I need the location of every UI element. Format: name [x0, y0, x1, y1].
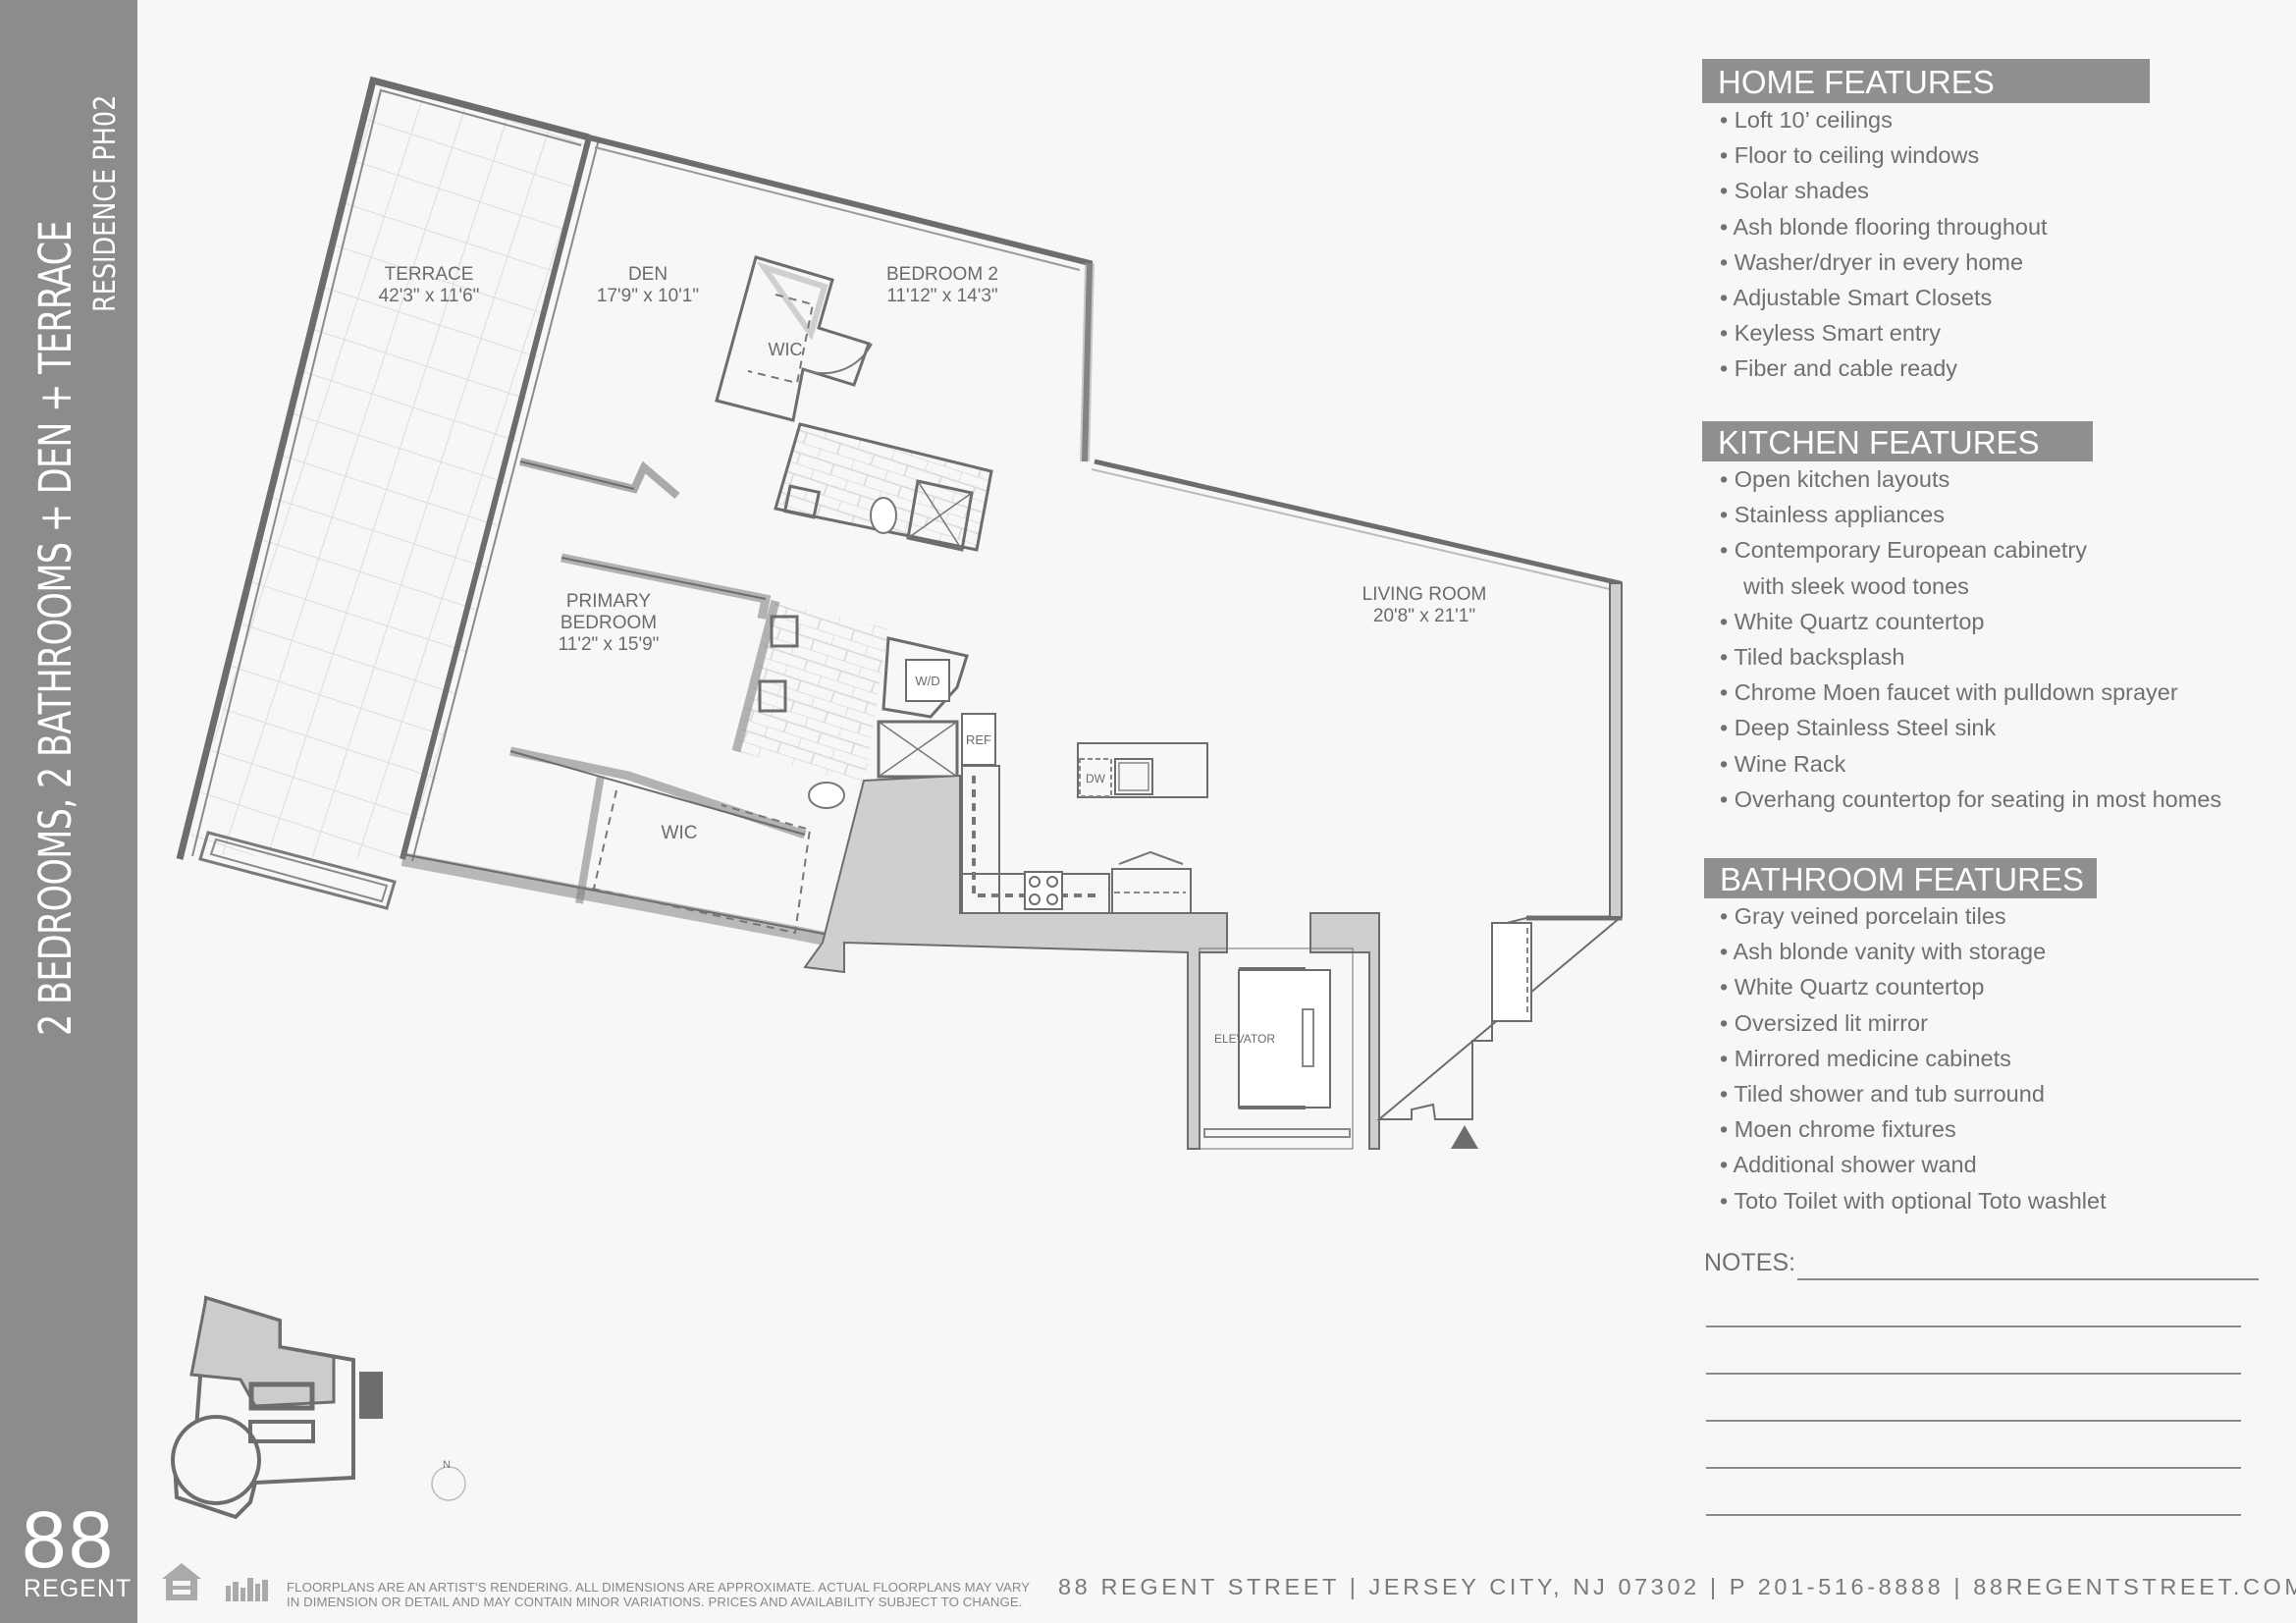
feature-item: • Fiber and cable ready [1720, 355, 1958, 382]
residence-id: RESIDENCE PH02 [88, 94, 123, 312]
disclaimer-line-2: IN DIMENSION OR DETAIL AND MAY CONTAIN M… [287, 1595, 1023, 1609]
terrace-size: 42'3" x 11'6" [379, 286, 480, 306]
elevator: ELEVATOR [1199, 947, 1354, 1150]
kitchen-features: KITCHEN FEATURES • Open kitchen layouts … [1702, 421, 2291, 817]
living-room-size: 20'8" x 21'1" [1373, 606, 1475, 626]
notes-line[interactable] [1706, 1325, 2241, 1327]
terrace-wall [400, 136, 592, 860]
key-plan: N [171, 1295, 466, 1520]
feature-item: • Chrome Moen faucet with pulldown spray… [1720, 679, 2178, 706]
feature-item: • Open kitchen layouts [1720, 466, 1950, 492]
address-bar: 88 REGENT STREET | JERSEY CITY, NJ 07302… [1058, 1574, 2296, 1599]
feature-item: • Moen chrome fixtures [1720, 1116, 1956, 1143]
bathroom-features-title: BATHROOM FEATURES [1704, 858, 2097, 898]
feature-item: • Deep Stainless Steel sink [1720, 715, 1997, 741]
logo-word: REGENT [24, 1575, 133, 1602]
terrace-label: TERRACE [385, 264, 474, 285]
notes-label: NOTES: [1704, 1249, 1796, 1276]
north-label: N [443, 1459, 451, 1471]
entry [1376, 917, 1623, 1149]
feature-item: • Washer/dryer in every home [1720, 248, 2024, 275]
home-features-title: HOME FEATURES [1702, 59, 2150, 103]
feature-item: • Contemporary European cabinetry [1720, 537, 2087, 564]
disclaimer: FLOORPLANS ARE AN ARTIST'S RENDERING. AL… [287, 1580, 1030, 1609]
feature-item: • Additional shower wand [1720, 1152, 1977, 1178]
feature-item: • Gray veined porcelain tiles [1720, 903, 2006, 929]
notes-line[interactable] [1706, 1514, 2241, 1516]
kitchen: DW [961, 742, 1208, 914]
primary-wic: WIC [575, 775, 812, 935]
home-features: HOME FEATURES • Loft 10’ ceilings • Floo… [1702, 59, 2291, 387]
elevator-label: ELEVATOR [1214, 1032, 1275, 1046]
wic-label-1: WIC [769, 340, 803, 359]
dw-label: DW [1086, 772, 1106, 785]
feature-item: • Ash blonde vanity with storage [1720, 939, 2047, 965]
ref-label: REF [966, 732, 991, 747]
notes-line[interactable] [1706, 1467, 2241, 1469]
sidebar: 2 BEDROOMS, 2 BATHROOMS + DEN + TERRACE … [0, 0, 137, 1623]
floor-plan: WIC WIC W/D [171, 76, 1623, 1520]
feature-item-continued: with sleek wood tones [1743, 572, 1969, 599]
terrace [176, 76, 590, 910]
feature-item: • Toto Toilet with optional Toto washlet [1720, 1187, 2107, 1214]
notes-line[interactable] [1706, 1373, 2241, 1375]
den-size: 17'9" x 10'1" [597, 286, 699, 306]
feature-item: • White Quartz countertop [1720, 608, 1985, 634]
entry-arrow-icon [1451, 1125, 1478, 1149]
feature-item: • Overhang countertop for seating in mos… [1720, 785, 2222, 812]
feature-item: • Keyless Smart entry [1720, 320, 1942, 347]
primary-label: PRIMARY [566, 591, 652, 612]
primary-bath [731, 599, 888, 809]
feature-item: • Loft 10’ ceilings [1720, 107, 1893, 133]
feature-item: • Tiled shower and tub surround [1720, 1080, 2045, 1107]
feature-item: • Wine Rack [1720, 750, 1846, 777]
feature-item: • Ash blonde flooring throughout [1720, 213, 2048, 240]
notes-line[interactable] [1797, 1278, 2259, 1280]
unit-type-title: 2 BEDROOMS, 2 BATHROOMS + DEN + TERRACE [29, 221, 81, 1037]
feature-item: • Stainless appliances [1720, 502, 1945, 528]
feature-item: • Tiled backsplash [1720, 643, 1905, 670]
living-room-label: LIVING ROOM [1362, 584, 1487, 605]
feature-item: • Oversized lit mirror [1720, 1009, 1928, 1036]
primary-size: 11'2" x 15'9" [559, 634, 660, 655]
kitchen-features-title: KITCHEN FEATURES [1702, 421, 2093, 461]
core: W/D REF [803, 636, 1380, 1150]
bathroom-features: BATHROOM FEATURES • Gray veined porcelai… [1702, 858, 2291, 1218]
disclaimer-line-1: FLOORPLANS ARE AN ARTIST'S RENDERING. AL… [287, 1580, 1031, 1595]
bedroom2-size: 11'12" x 14'3" [886, 286, 997, 306]
notes-line[interactable] [1706, 1420, 2241, 1422]
feature-item: • Mirrored medicine cabinets [1720, 1045, 2011, 1071]
feature-item: • Floor to ceiling windows [1720, 142, 1980, 169]
den-label: DEN [628, 264, 667, 285]
bedroom2-label: BEDROOM 2 [886, 264, 998, 285]
wic-label-2: WIC [662, 823, 698, 843]
marketing-directors-icon [226, 1578, 268, 1601]
room-labels: TERRACE 42'3" x 11'6" DEN 17'9" x 10'1" … [379, 264, 1487, 655]
wd-label: W/D [915, 674, 939, 688]
feature-item: • White Quartz countertop [1720, 974, 1985, 1001]
feature-item: • Adjustable Smart Closets [1720, 284, 1993, 310]
bedroom2-bath [774, 422, 993, 552]
bedroom2-wic: WIC [715, 255, 873, 422]
logo-number: 88 [22, 1495, 116, 1585]
feature-item: • Solar shades [1720, 178, 1869, 204]
primary-label-2: BEDROOM [561, 613, 657, 633]
equal-housing-icon [162, 1563, 201, 1600]
